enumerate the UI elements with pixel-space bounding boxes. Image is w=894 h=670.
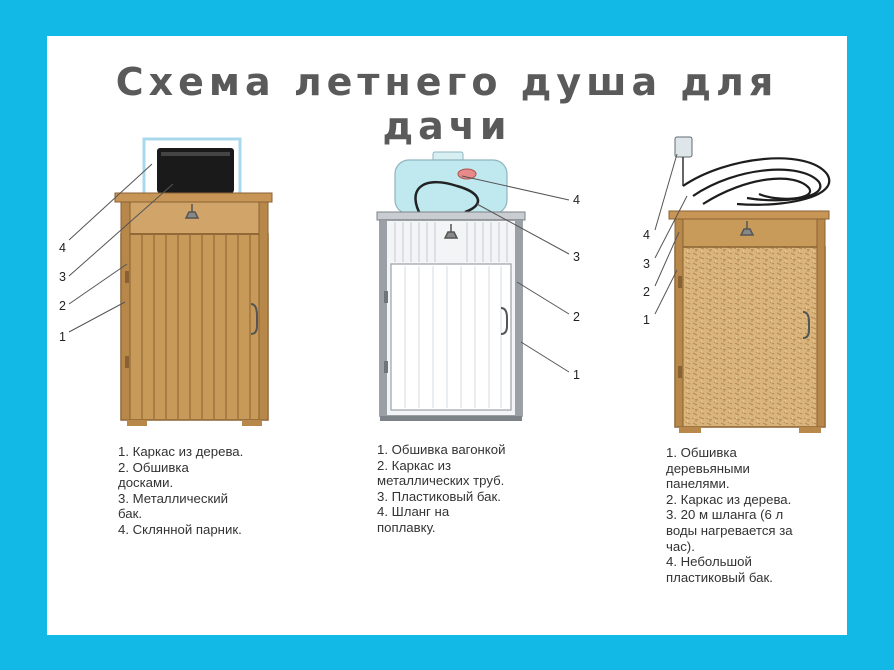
legend-item: 3. Металлический бак. bbox=[118, 490, 228, 522]
callout-3: 3 bbox=[573, 250, 580, 264]
osb-cabin bbox=[674, 246, 826, 428]
legend-item: 2. Каркас из металлических труб. bbox=[377, 457, 505, 489]
callout-4: 4 bbox=[573, 193, 580, 207]
legend-item: 2. Обшивка досками. bbox=[118, 459, 189, 491]
legend-item: 3. Пластиковый бак. bbox=[377, 488, 501, 504]
legend-item: 4. Шланг на поплавку. bbox=[377, 504, 450, 535]
callout-1: 1 bbox=[643, 313, 650, 327]
shower-1-illustration: 4 3 2 1 bbox=[59, 137, 273, 426]
content-panel: Схема летнего душа для дачи bbox=[47, 36, 847, 635]
legend-shower-2: 1. Обшивка вагонкой 2. Каркас из металли… bbox=[377, 442, 567, 536]
callout-3: 3 bbox=[643, 257, 650, 271]
legend-item: 1. Обшивка вагонкой bbox=[377, 442, 506, 457]
callout-2: 2 bbox=[643, 285, 650, 299]
legend-item: 3. 20 м шланга (6 л воды нагревается за … bbox=[666, 507, 793, 554]
metal-tank bbox=[157, 148, 234, 193]
legend-item: 2. Каркас из дерева. bbox=[666, 491, 792, 507]
callout-4: 4 bbox=[59, 241, 66, 255]
shower-schemes: 4 3 2 1 bbox=[59, 136, 831, 433]
shower-3-illustration: 4 3 2 1 bbox=[643, 136, 831, 433]
page-title: Схема летнего душа для дачи bbox=[115, 60, 779, 148]
shower-2-illustration: 4 3 2 1 bbox=[376, 151, 580, 421]
hose-coil bbox=[682, 157, 831, 206]
legend-item: 4. Небольшой пластиковый бак. bbox=[666, 554, 773, 585]
plastic-tank bbox=[394, 159, 508, 215]
wood-cabin bbox=[120, 233, 269, 421]
callout-4: 4 bbox=[643, 228, 650, 242]
callout-1: 1 bbox=[59, 330, 66, 344]
legend-shower-1: 1. Каркас из дерева. 2. Обшивка досками.… bbox=[118, 444, 298, 538]
legend-shower-3: 1. Обшивка деревьяными панелями. 2. Карк… bbox=[666, 445, 844, 585]
callout-1: 1 bbox=[573, 368, 580, 382]
callout-3: 3 bbox=[59, 270, 66, 284]
legend-item: 4. Склянной парник. bbox=[118, 521, 242, 537]
legend-item: 1. Каркас из дерева. bbox=[118, 444, 244, 459]
float-hose bbox=[414, 181, 480, 214]
callout-2: 2 bbox=[59, 299, 66, 313]
small-plastic-tank bbox=[674, 136, 693, 158]
callout-2: 2 bbox=[573, 310, 580, 324]
legend-item: 1. Обшивка деревьяными панелями. bbox=[666, 445, 750, 492]
